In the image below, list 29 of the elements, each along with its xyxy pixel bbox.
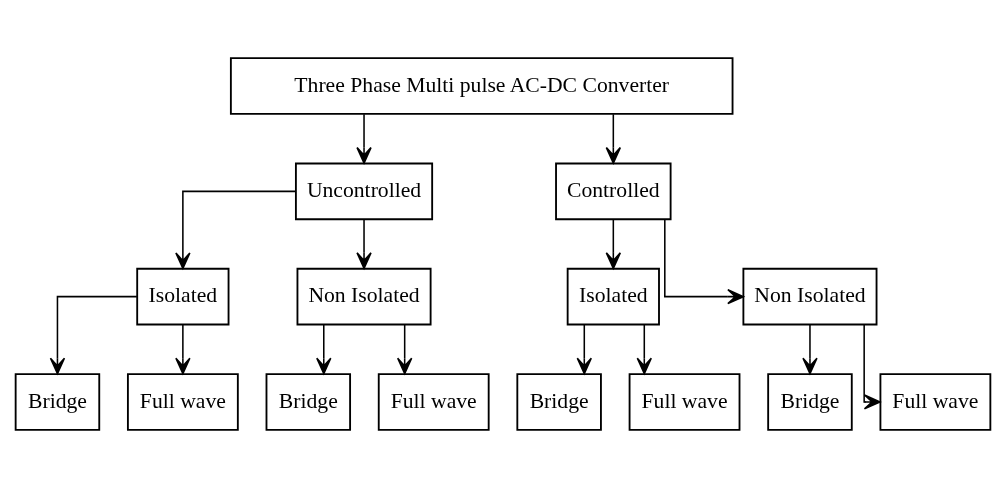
- node-box: Full wave: [377, 372, 490, 431]
- node-box: Three Phase Multi pulse AC-DC Converter: [229, 56, 733, 115]
- node-box: Isolated: [135, 267, 229, 325]
- node-box: Non Isolated: [741, 267, 877, 325]
- node-box: Isolated: [566, 267, 660, 325]
- arrow: [49, 295, 138, 374]
- arrow: [174, 323, 191, 374]
- arrow: [355, 113, 372, 164]
- arrow: [663, 218, 744, 304]
- arrow: [315, 323, 331, 374]
- arrow: [605, 218, 621, 269]
- node-box: Bridge: [265, 372, 351, 431]
- node-box: Full wave: [126, 372, 239, 431]
- arrow: [355, 218, 372, 269]
- node-box: Non Isolated: [296, 267, 432, 325]
- arrow: [862, 323, 881, 410]
- node-box: Bridge: [14, 372, 100, 431]
- node-box: Uncontrolled: [294, 162, 433, 220]
- node-box: Bridge: [766, 372, 853, 431]
- arrow: [174, 190, 296, 269]
- arrow: [576, 323, 592, 374]
- node-box: Controlled: [554, 162, 672, 220]
- arrow: [636, 323, 652, 374]
- arrow: [605, 113, 621, 164]
- arrow: [801, 323, 818, 374]
- node-box: Full wave: [879, 372, 991, 431]
- arrow: [396, 323, 412, 374]
- node-box: Full wave: [628, 372, 740, 431]
- node-box: Bridge: [515, 372, 602, 431]
